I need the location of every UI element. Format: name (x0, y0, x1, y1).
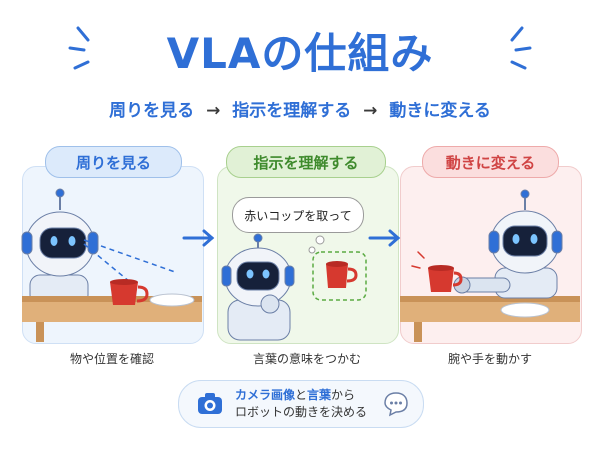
flow-arrow-2-icon (368, 229, 401, 247)
panel-label-understand: 指示を理解する (226, 146, 386, 178)
summary-camera: カメラ画像 (235, 388, 296, 402)
subtitle-step2: 指示を理解する (232, 101, 352, 121)
plate-1 (149, 293, 195, 307)
sight-lines (83, 239, 176, 283)
robot-looking (21, 188, 99, 306)
plate-3 (500, 302, 550, 318)
table-3 (400, 296, 580, 342)
caption-act: 腕や手を動かす (447, 352, 532, 366)
flow-arrow-1-icon (182, 229, 215, 247)
page-title: VLAの仕組み (166, 29, 434, 78)
motion-lines (411, 251, 425, 269)
summary-connector: と (295, 388, 308, 402)
process-subtitle: 周りを見る → 指示を理解する → 動きに変える (0, 96, 600, 121)
thought-bubble: 赤いコップを取って (232, 197, 364, 233)
sparkle-left-icon (68, 26, 90, 70)
subtitle-arrow-2: → (363, 101, 378, 121)
red-cup-2-icon (326, 261, 358, 288)
subtitle-arrow-1: → (206, 101, 221, 121)
red-cup-3-icon (428, 265, 463, 292)
summary-text: カメラ画像と言葉から ロボットの動きを決める (235, 387, 367, 421)
robot-acting (453, 189, 563, 299)
camera-icon (198, 393, 222, 414)
panel-label-see: 周りを見る (45, 146, 182, 178)
summary-line2: ロボットの動きを決める (235, 405, 368, 419)
caption-see: 物や位置を確認 (69, 352, 154, 366)
red-cup-1-icon (110, 279, 149, 305)
subtitle-step3: 動きに変える (389, 101, 491, 121)
panel-label-act: 動きに変える (422, 146, 559, 178)
subtitle-step1: 周りを見る (109, 101, 195, 121)
robot-thinking (221, 233, 295, 341)
thought-cup-frame (312, 251, 367, 301)
caption-understand: 言葉の意味をつかむ (252, 352, 361, 366)
speech-bubble-icon (384, 392, 408, 417)
sparkle-right-icon (510, 26, 532, 70)
summary-words: 言葉 (307, 388, 332, 402)
table-1 (22, 296, 202, 342)
summary-from: から (331, 388, 356, 402)
summary-box: カメラ画像と言葉から ロボットの動きを決める (178, 380, 424, 428)
